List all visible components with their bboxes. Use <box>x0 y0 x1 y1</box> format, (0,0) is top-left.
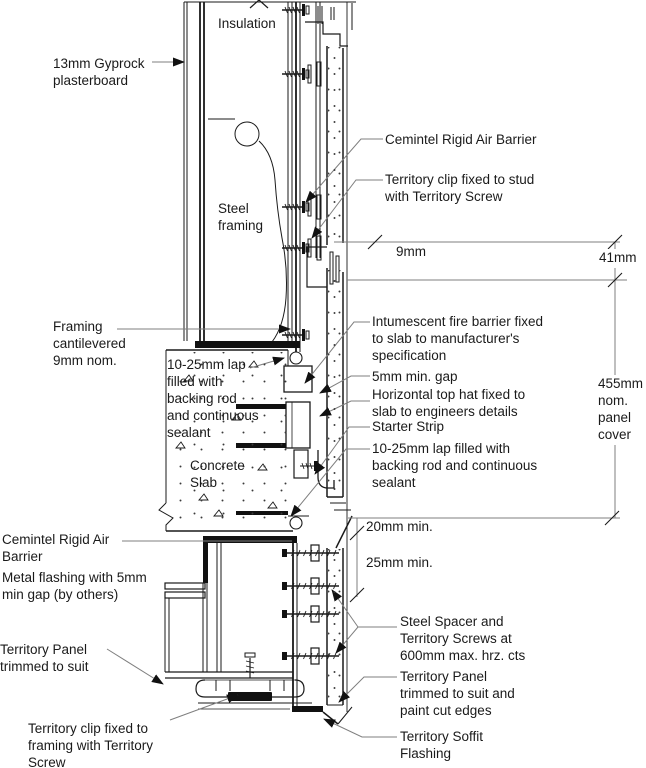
label-territory-clip-right: Territory clip fixed to stud with Territ… <box>385 172 535 204</box>
label-framing-cantilever: Framing cantilevered 9mm nom. <box>53 319 126 368</box>
label-cemintel-right: Cemintel Rigid Air Barrier <box>385 132 537 147</box>
label-metal-flashing: Metal flashing with 5mm min gap (by othe… <box>2 570 147 602</box>
label-insulation: Insulation <box>218 16 276 31</box>
label-5mm-gap: 5mm min. gap <box>372 369 458 384</box>
panel-texture-upper <box>328 47 342 243</box>
label-lap-left: 10-25mm lap filled with backing rod and … <box>167 357 259 440</box>
label-soffit-flashing: Territory Soffit Flashing <box>400 729 484 761</box>
label-territory-clip-left: Territory clip fixed to framing with Ter… <box>28 721 154 768</box>
dimension-ticks <box>349 234 623 603</box>
leader-lap-right <box>290 448 370 517</box>
label-concrete-slab: Concrete Slab <box>190 458 245 490</box>
label-steel-spacer: Steel Spacer and Territory Screws at 600… <box>400 614 526 663</box>
dim-41mm: 41mm <box>599 249 639 268</box>
leader-territory-panel-right <box>338 676 397 703</box>
label-gyprock: 13mm Gyprock plasterboard <box>53 56 145 88</box>
leader-starter-strip <box>314 426 370 475</box>
leader-territory-clip-left <box>169 694 239 721</box>
cladding-panel <box>306 2 353 712</box>
dim-25mm: 25mm min. <box>366 555 433 570</box>
label-top-hat: Horizontal top hat fixed to slab to engi… <box>372 387 526 419</box>
label-cemintel-left: Cemintel Rigid Air Barrier <box>2 532 110 564</box>
leader-soffit-flashing <box>323 718 397 738</box>
label-steel-framing: Steel framing <box>218 201 264 233</box>
dim-9mm: 9mm <box>396 244 426 259</box>
dim-455mm: 455mm nom. panel cover <box>598 375 646 445</box>
label-territory-panel-left: Territory Panel trimmed to suit <box>0 642 89 674</box>
label-lap-right: 10-25mm lap filled with backing rod and … <box>372 441 538 490</box>
lower-wall-soffit <box>164 536 353 725</box>
panel-texture-lower <box>328 549 342 703</box>
leader-cemintel-right <box>305 138 383 203</box>
label-starter-strip: Starter Strip <box>372 419 445 434</box>
dim-20mm: 20mm min. <box>366 519 433 534</box>
leader-territory-clip-right <box>311 179 383 239</box>
label-intumescent: Intumescent fire barrier fixed to slab t… <box>372 314 544 363</box>
leader-territory-panel-left <box>106 648 164 685</box>
leader-intumescent <box>304 321 370 384</box>
panel-texture-middle <box>328 270 342 495</box>
concrete-slab-texture <box>167 352 287 529</box>
label-territory-panel-right: Territory Panel trimmed to suit and pain… <box>400 669 515 718</box>
upper-wall <box>183 0 356 352</box>
